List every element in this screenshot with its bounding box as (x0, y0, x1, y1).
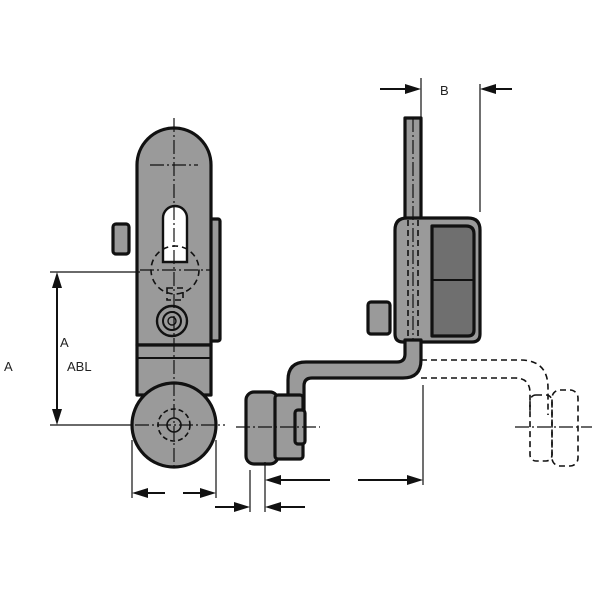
phantom-lever (421, 359, 592, 467)
front-bolt-core (167, 316, 177, 326)
side-nut (366, 300, 392, 336)
label-b: B (440, 83, 449, 98)
label-a-inner: A (60, 335, 69, 350)
dimension-roller-width (131, 440, 217, 498)
dimension-offset (215, 470, 305, 512)
dimension-abl (264, 385, 424, 512)
dimension-b (380, 78, 512, 212)
dimension-a (50, 271, 140, 426)
front-bolt-outer (155, 304, 189, 338)
front-bolt-inner (162, 311, 182, 331)
label-abl: ABL (67, 359, 92, 374)
front-view (111, 118, 225, 470)
side-view (236, 116, 482, 466)
label-a-outer: A (4, 359, 13, 374)
side-roller-left (244, 390, 280, 466)
front-slot (161, 204, 189, 264)
front-side-nut (111, 222, 131, 256)
front-hidden-key (166, 287, 184, 301)
side-bent-lever (286, 338, 423, 420)
